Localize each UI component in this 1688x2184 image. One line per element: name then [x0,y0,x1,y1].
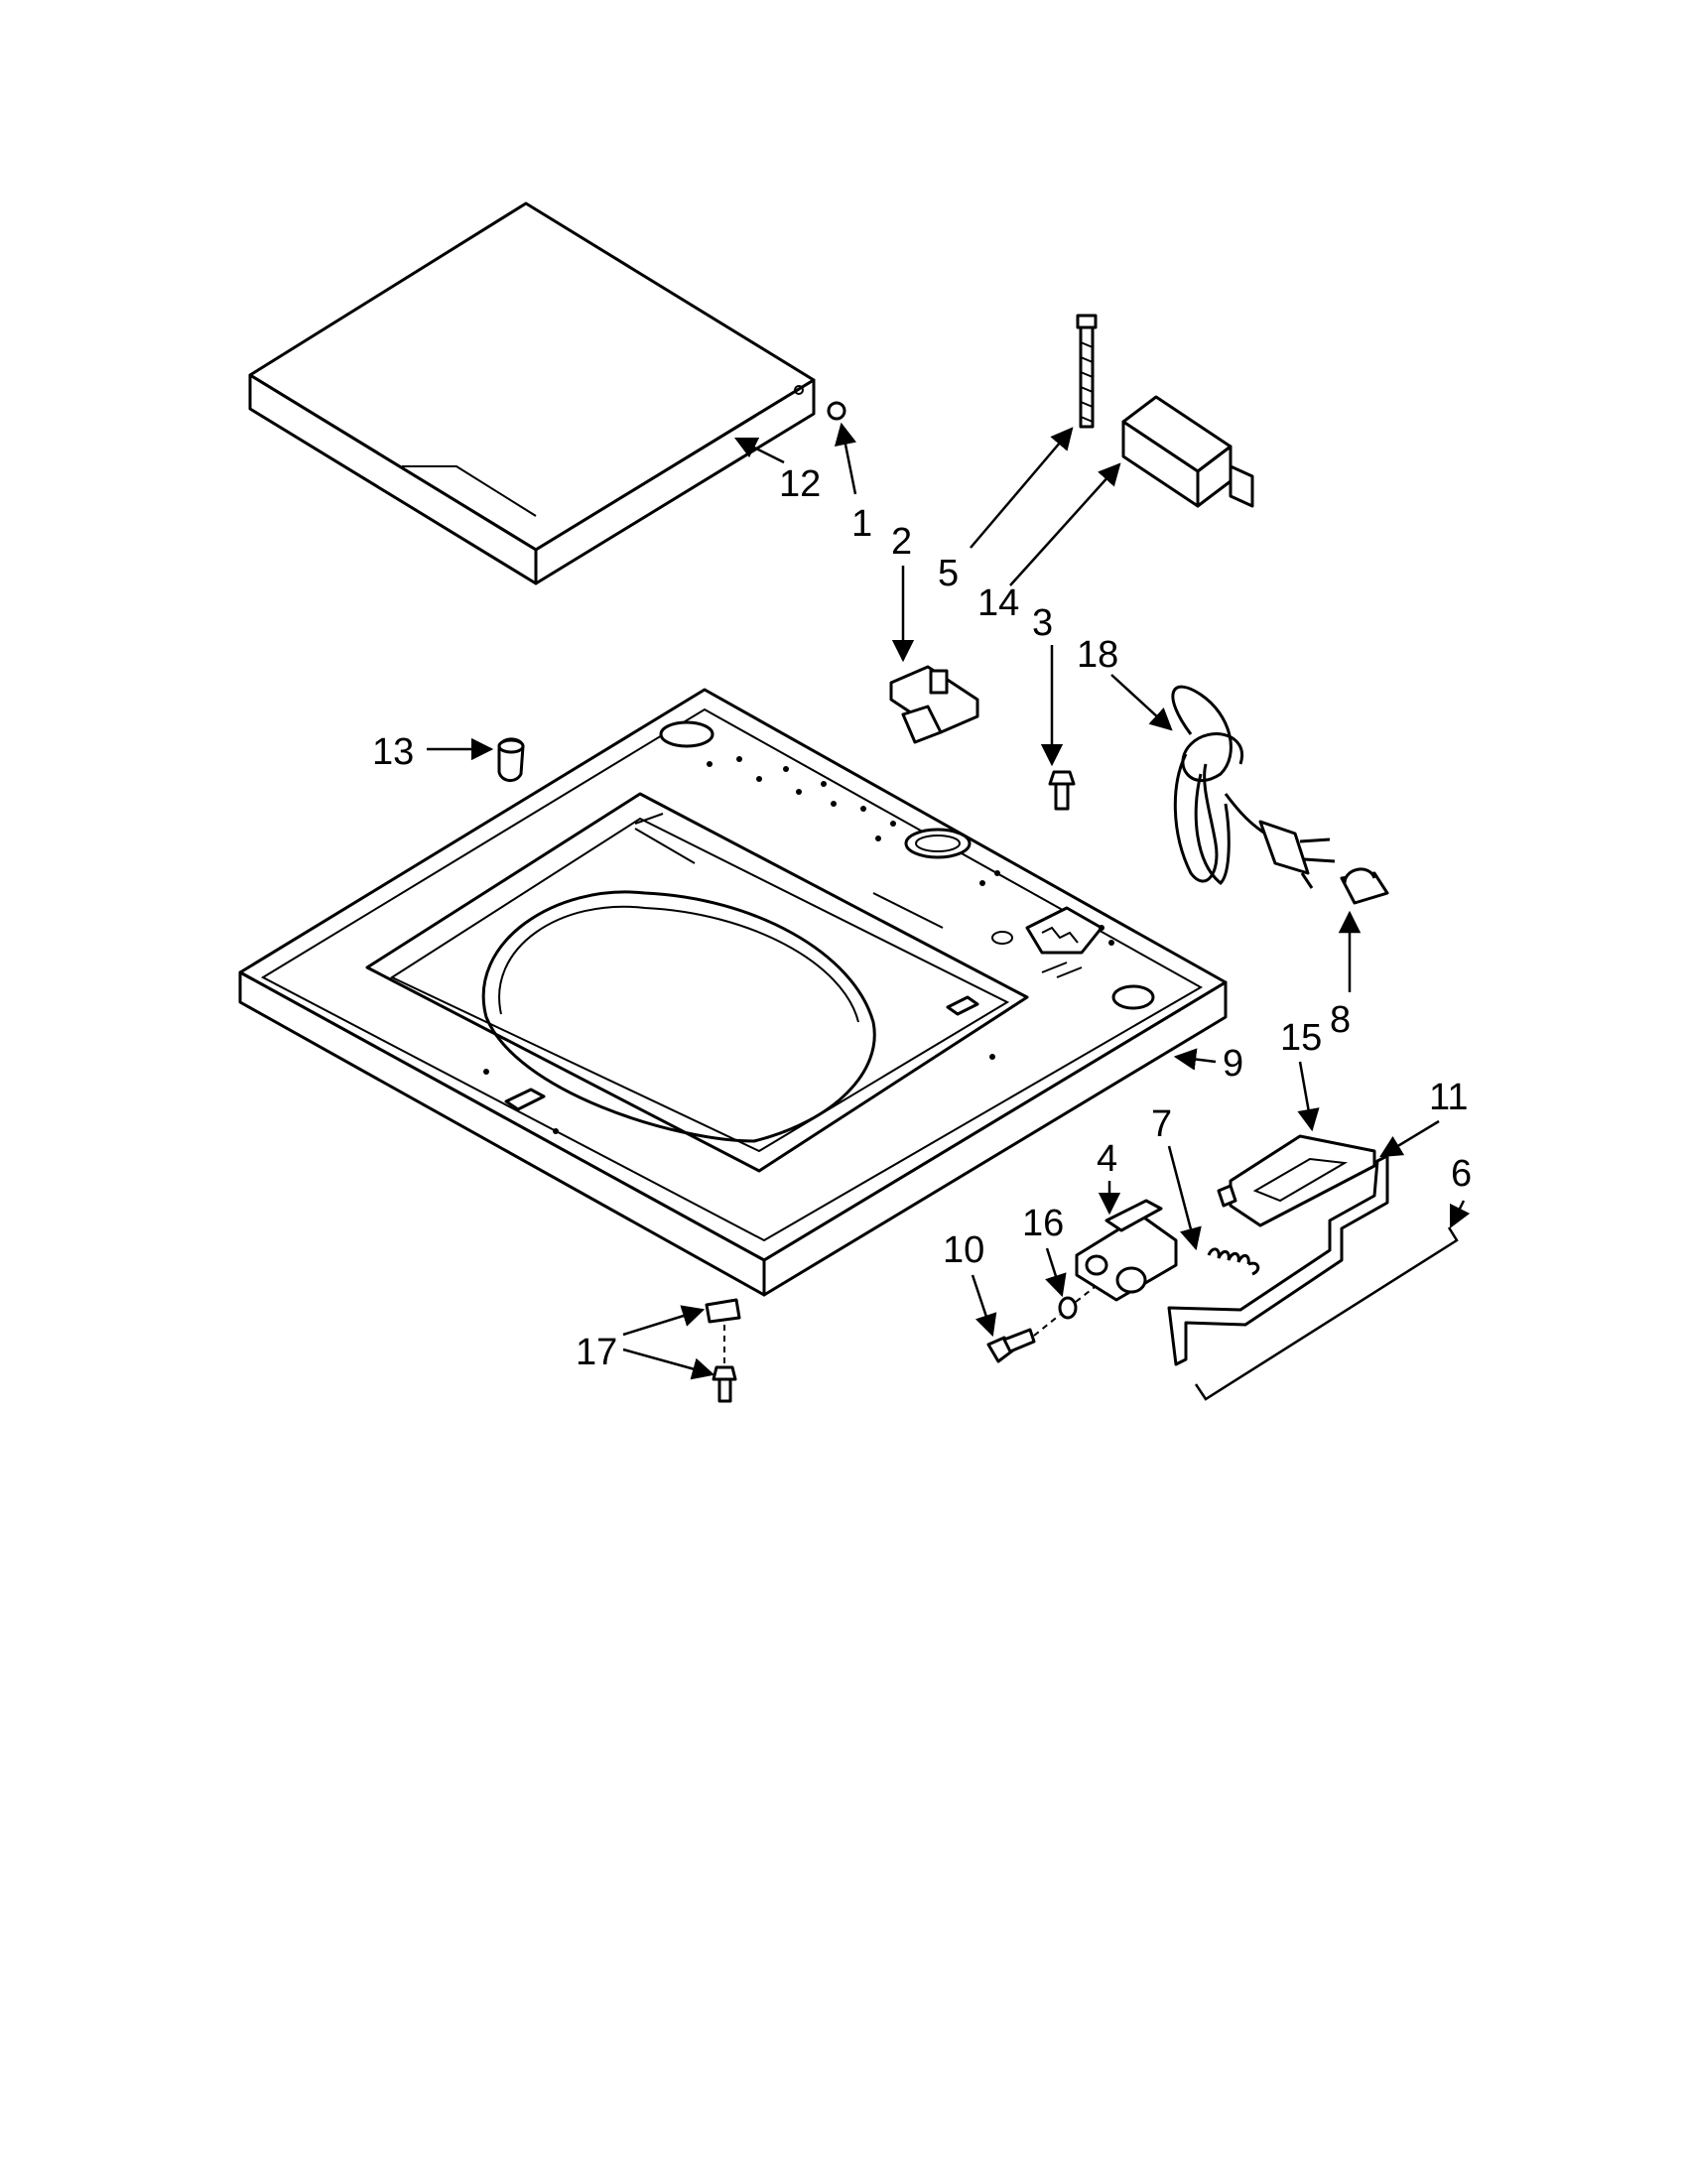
callout-7: 7 [1151,1103,1172,1145]
callout-2: 2 [891,521,912,563]
small-screw-part [1048,770,1076,811]
leader-lines [427,422,1471,1380]
cap-part [497,737,525,782]
callout-labels: 1 2 3 4 5 6 7 8 9 10 11 12 13 14 15 16 1… [372,463,1472,1373]
switch-housing-part [1121,395,1254,508]
callout-11: 11 [1429,1077,1468,1118]
callout-15: 15 [1280,1017,1322,1059]
callout-8: 8 [1330,999,1351,1041]
callout-1: 1 [851,503,872,545]
top-panel-part [238,688,1228,1297]
callout-16: 16 [1022,1203,1064,1244]
callout-9: 9 [1223,1043,1243,1085]
hinge-screw-part [986,1328,1036,1363]
callout-4: 4 [1097,1138,1117,1180]
callout-5: 5 [938,553,959,594]
clip-and-screw-part [705,1298,741,1403]
washer-part [1058,1296,1078,1320]
long-screw-part [1076,314,1098,429]
callout-3: 3 [1032,602,1053,644]
callout-6: 6 [1451,1153,1472,1195]
hinge-bracket-part [889,665,979,744]
power-cord-part [1171,685,1336,889]
callout-18: 18 [1077,634,1118,676]
lid-part [248,201,816,585]
spring-part [1207,1247,1260,1276]
callout-17: 17 [576,1332,617,1373]
callout-13: 13 [372,731,414,773]
actuator-part [1217,1134,1376,1227]
grommet-part [1340,867,1389,905]
assembly-bracket [1194,1226,1459,1401]
callout-12: 12 [779,463,821,505]
bumper-part [827,401,846,421]
lid-switch-part [1075,1199,1178,1302]
callout-14: 14 [977,582,1019,624]
rod-part [1167,1154,1389,1366]
callout-10: 10 [943,1229,984,1271]
